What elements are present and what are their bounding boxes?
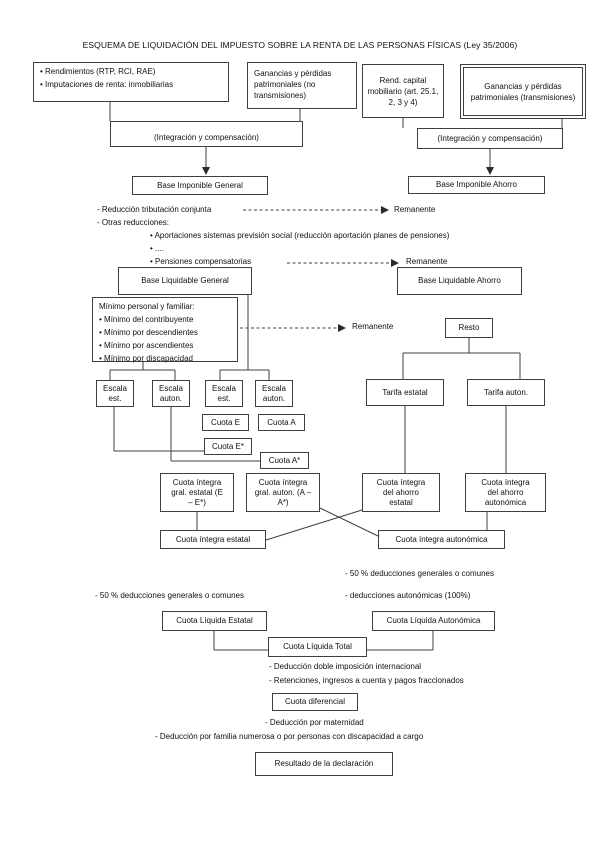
box-integracion-right: (Integración y compensación) <box>417 128 563 149</box>
box-tarifa-estatal: Tarifa estatal <box>366 379 444 406</box>
base-liquidable-ahorro-label: Base Liquidable Ahorro <box>418 276 501 285</box>
resto-label: Resto <box>458 323 480 332</box>
note-50pct-left: - 50 % deducciones generales o comunes <box>95 591 244 600</box>
cuota-a-label: Cuota A <box>267 417 296 427</box>
cl-total-label: Cuota Líquida Total <box>283 642 352 651</box>
box-cuota-integra-gral-estatal: Cuota íntegra gral. estatal (E – E*) <box>160 473 234 512</box>
box-ganancias-transmisiones: Ganancias y pérdidas patrimoniales (tran… <box>460 64 586 119</box>
note-etc: .... <box>150 244 164 254</box>
minimo-item: Mínimo por discapacidad <box>99 352 193 365</box>
escala-auton-1-label: Escala auton. <box>158 383 183 403</box>
dashed-arrow-pensiones <box>287 259 399 267</box>
ci-autonomica-label: Cuota íntegra autonómica <box>395 534 488 544</box>
remanente-3-label: Remanente <box>352 322 394 331</box>
escala-est-1-label: Escala est. <box>102 383 127 403</box>
minimo-item: Mínimo por ascendientes <box>99 339 193 352</box>
minimo-title: Mínimo personal y familiar: <box>99 302 195 311</box>
box-base-imponible-general: Base Imponible General <box>132 176 268 195</box>
note-aportaciones: Aportaciones sistemas previsión social (… <box>150 231 450 241</box>
box-cuota-a: Cuota A <box>258 414 305 431</box>
cl-autonomica-label: Cuota Líquida Autonómica <box>386 616 481 625</box>
box-escala-auton-2: Escala auton. <box>255 380 293 407</box>
cuota-e-label: Cuota E <box>211 417 240 427</box>
box-cuota-liquida-autonomica: Cuota Líquida Autonómica <box>372 611 495 631</box>
box-cuota-integra-gral-auton: Cuota íntegra gral. auton. (A – A*) <box>246 473 320 512</box>
note-deducciones-autonomicas: - deducciones autonómicas (100%) <box>345 591 471 600</box>
rendimientos-item: Rendimientos (RTP, RCI, RAE) <box>40 67 155 77</box>
box-base-liquidable-general: Base Liquidable General <box>118 267 252 295</box>
box-cuota-a-star: Cuota A* <box>260 452 309 469</box>
note-doble-imposicion: - Deducción doble imposición internacion… <box>269 662 422 671</box>
arrow-down-left <box>202 147 210 175</box>
box-rend-capital-mobiliario: Rend. capital mobiliario (art. 25.1, 2, … <box>362 64 444 118</box>
cuota-a-star-label: Cuota A* <box>268 455 301 465</box>
box-ganancias-no-transmisiones: Ganancias y pérdidas patrimoniales (no t… <box>247 62 357 109</box>
remanente-2-label: Remanente <box>406 257 448 266</box>
dashed-arrow-minimo <box>240 324 346 332</box>
box-cuota-diferencial: Cuota diferencial <box>272 693 358 711</box>
minimo-item: Mínimo por descendientes <box>99 326 198 339</box>
cuota-diferencial-label: Cuota diferencial <box>284 697 346 706</box>
integracion-right-label: (Integración y compensación) <box>437 133 543 143</box>
ci-ahorro-estatal-label: Cuota íntegra del ahorro estatal <box>376 477 426 507</box>
box-escala-estatal-1: Escala est. <box>96 380 134 407</box>
box-minimo-personal-familiar: Mínimo personal y familiar: Mínimo del c… <box>92 297 238 365</box>
base-liquidable-general-label: Base Liquidable General <box>141 276 229 285</box>
ci-estatal-label: Cuota íntegra estatal <box>175 534 251 544</box>
note-50pct-right: - 50 % deducciones generales o comunes <box>345 569 494 578</box>
box-escala-estatal-2: Escala est. <box>205 380 243 407</box>
box-resultado-declaracion: Resultado de la declaración <box>255 752 393 776</box>
box-cuota-e-star: Cuota E* <box>204 438 252 455</box>
minimo-item: Mínimo del contribuyente <box>99 313 193 326</box>
box-cuota-integra-estatal: Cuota íntegra estatal <box>160 530 266 549</box>
escala-auton-2-label: Escala auton. <box>261 383 286 403</box>
box-base-liquidable-ahorro: Base Liquidable Ahorro <box>397 267 522 295</box>
box-cuota-e: Cuota E <box>202 414 249 431</box>
ci-ahorro-auton-label: Cuota íntegra del ahorro autonómica <box>481 477 530 507</box>
escala-est-2-label: Escala est. <box>211 383 236 403</box>
ganancias-no-transmisiones-label: Ganancias y pérdidas patrimoniales (no t… <box>254 69 332 100</box>
box-cuota-integra-ahorro-auton: Cuota íntegra del ahorro autonómica <box>465 473 546 512</box>
arrow-down-right <box>486 149 494 175</box>
box-cuota-integra-autonomica: Cuota íntegra autonómica <box>378 530 505 549</box>
box-resto: Resto <box>445 318 493 338</box>
tarifa-auton-label: Tarifa auton. <box>483 387 529 397</box>
box-integracion-left: (Integración y compensación) <box>110 121 303 147</box>
box-tarifa-auton: Tarifa auton. <box>467 379 545 406</box>
ganancias-transmisiones-label: Ganancias y pérdidas patrimoniales (tran… <box>470 81 576 102</box>
box-cuota-liquida-total: Cuota Líquida Total <box>268 637 367 657</box>
note-maternidad: - Deducción por maternidad <box>265 718 364 727</box>
note-retenciones: - Retenciones, ingresos a cuenta y pagos… <box>269 676 464 685</box>
imputaciones-item: Imputaciones de renta: inmobiliarias <box>40 80 173 90</box>
box-escala-auton-1: Escala auton. <box>152 380 190 407</box>
diagram-title: ESQUEMA DE LIQUIDACIÓN DEL IMPUESTO SOBR… <box>82 40 518 50</box>
note-pensiones-compensatorias: Pensiones compensatorias <box>150 257 251 267</box>
box-base-imponible-ahorro: Base Imponible Ahorro <box>408 176 545 194</box>
rend-capital-label: Rend. capital mobiliario (art. 25.1, 2, … <box>367 75 439 107</box>
note-reduccion-conjunta: - Reducción tributación conjunta <box>97 205 212 214</box>
base-imponible-general-label: Base Imponible General <box>157 180 243 190</box>
note-otras-reducciones: - Otras reducciones: <box>97 218 170 227</box>
dashed-arrow-reduccion <box>243 206 389 214</box>
box-rendimientos-imputaciones: Rendimientos (RTP, RCI, RAE) Imputacione… <box>33 62 229 102</box>
box-cuota-liquida-estatal: Cuota Líquida Estatal <box>162 611 267 631</box>
integracion-left-label: (Integración y compensación) <box>154 133 259 142</box>
resultado-label: Resultado de la declaración <box>274 759 374 768</box>
remanente-1-label: Remanente <box>394 205 436 214</box>
cuota-e-star-label: Cuota E* <box>211 441 245 451</box>
base-imponible-ahorro-label: Base Imponible Ahorro <box>436 180 517 189</box>
cl-estatal-label: Cuota Líquida Estatal <box>176 616 253 625</box>
box-cuota-integra-ahorro-estatal: Cuota íntegra del ahorro estatal <box>362 473 440 512</box>
ci-gral-auton-label: Cuota íntegra gral. auton. (A – A*) <box>254 477 312 507</box>
tarifa-estatal-label: Tarifa estatal <box>382 387 428 397</box>
note-familia-numerosa: - Deducción por familia numerosa o por p… <box>155 732 424 741</box>
ci-gral-estatal-label: Cuota íntegra gral. estatal (E – E*) <box>171 477 223 507</box>
